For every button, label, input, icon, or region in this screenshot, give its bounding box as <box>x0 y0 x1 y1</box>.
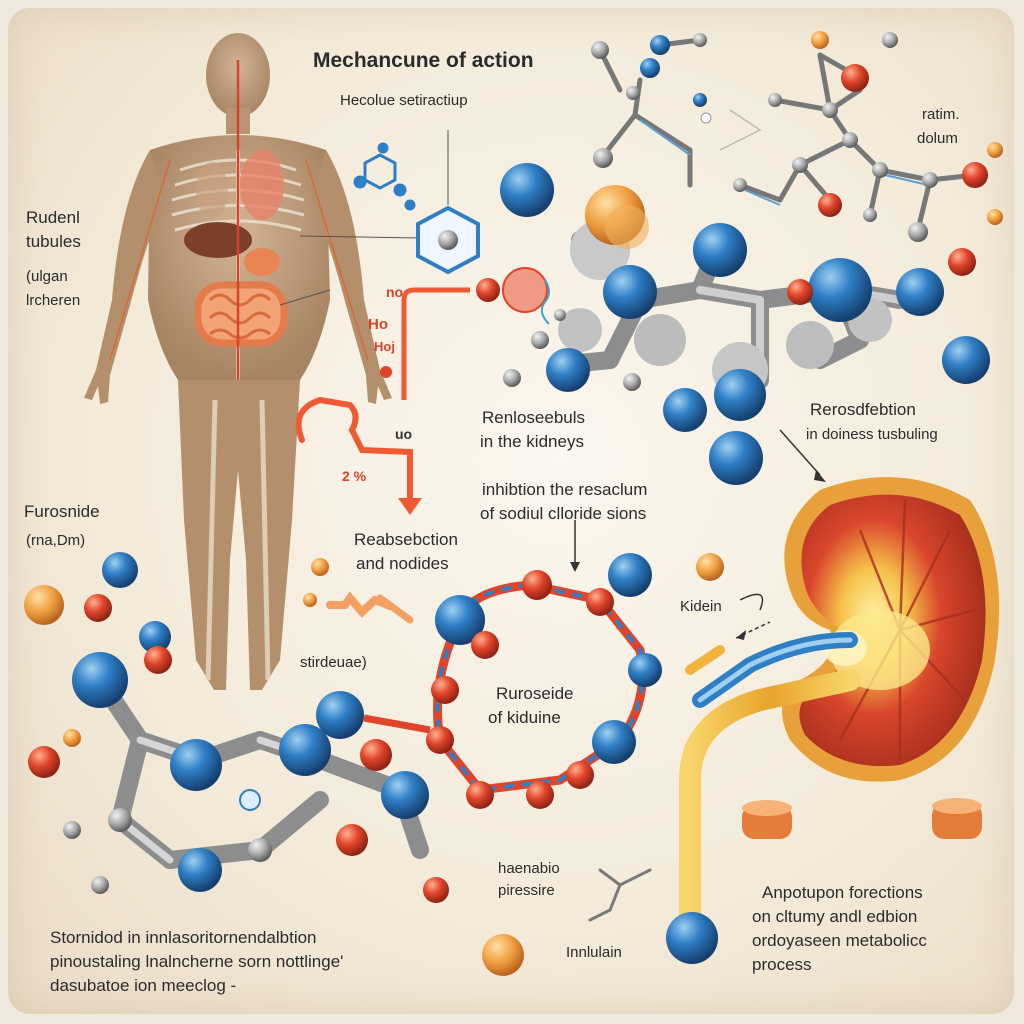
haenabio-label-1: haenabio <box>498 860 560 877</box>
rutubules-label-2: tubules <box>26 232 81 251</box>
ring-molecule <box>316 553 662 809</box>
reabsorption-label-2: in the kidneys <box>480 432 584 451</box>
anpotupon-label-4: process <box>752 955 812 974</box>
kidney-illustration <box>782 477 1000 782</box>
human-body-figure <box>84 33 421 690</box>
stirdeuae-label: stirdeuae) <box>300 654 367 671</box>
ruroseide-label-2: of kiduine <box>488 708 561 727</box>
orgen-label-2: lrcheren <box>26 292 81 309</box>
ho-label-2: Hoj <box>374 339 395 354</box>
hecolue-label: Hecolue setiractiup <box>340 92 468 109</box>
bottom-left-molecule <box>24 552 449 903</box>
small-blue-molecule <box>353 142 416 211</box>
furosnide-label-1: Furosnide <box>24 502 100 521</box>
ruroseide-label-1: Ruroseide <box>496 684 574 703</box>
kidein-label: Kidein <box>680 598 722 615</box>
bottom-text-line-3: dasubatoe ion meeclog - <box>50 976 237 995</box>
resorption-label-1: Rerosdfebtion <box>810 400 916 419</box>
uo-label: uo <box>395 426 413 442</box>
ratim-label-1: ratim. <box>922 106 960 123</box>
inhibition-label-1: inhibtion the resaclum <box>482 480 648 499</box>
ratim-label-2: dolum <box>917 130 958 147</box>
bottom-text-line-1: Stornidod in innlasoritornendalbtion <box>50 928 317 947</box>
central-molecule-cluster <box>500 163 990 485</box>
anpotupon-label-2: on cltumy andl edbion <box>752 907 918 926</box>
furosnide-label-2: (rna,Dm) <box>26 532 86 549</box>
rutubules-label-1: Rudenl <box>26 208 80 227</box>
no-label: no <box>386 284 404 300</box>
haenabio-label-2: piressire <box>498 882 555 899</box>
bottom-text-line-2: pinoustaling lnalncherne sorn nottlinge' <box>50 952 344 971</box>
percent-label: 2 % <box>342 468 367 484</box>
anpotupon-label-3: ordoyaseen metabolicc <box>752 931 927 950</box>
innlulain-label: Innlulain <box>566 944 622 961</box>
resorption-label-2: in doiness tusbuling <box>806 426 938 443</box>
hexagon-structure <box>416 130 480 275</box>
reabsorption-label-1: Renloseebuls <box>482 408 586 427</box>
anpotupon-label-1: Anpotupon forections <box>762 883 923 902</box>
ho-label-1: Ho <box>368 316 388 333</box>
reabsebction-label-2: and nodides <box>356 554 449 573</box>
diagram-title: Mechancune of action <box>313 49 534 72</box>
reabsebction-label-1: Reabsebction <box>354 530 458 549</box>
inhibition-label-2: of sodiul clloride sions <box>480 504 647 523</box>
orgen-label-1: (ulgan <box>26 268 68 285</box>
